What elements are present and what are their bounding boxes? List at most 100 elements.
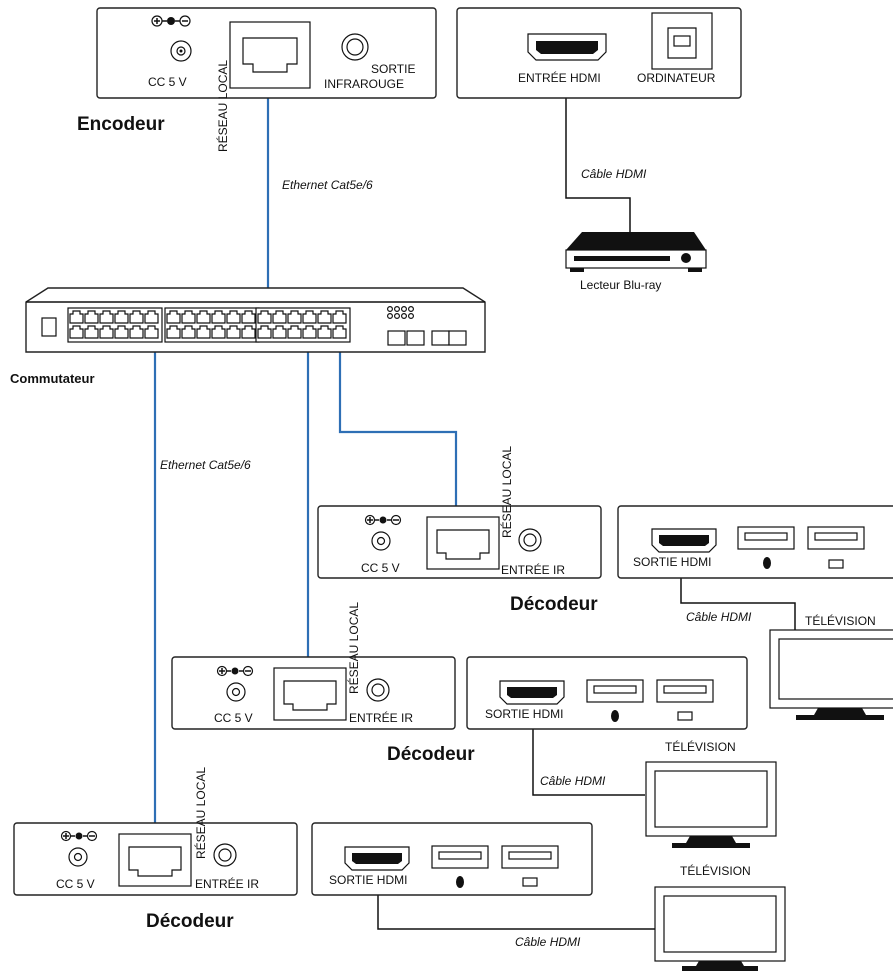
switch-port: [332, 325, 347, 339]
switch-port: [144, 325, 159, 339]
dc-power-jack-icon: [68, 847, 88, 867]
decoder-2-rear-unit: SORTIE HDMI: [466, 656, 748, 730]
switch-port: [287, 310, 302, 324]
switch-port: [144, 310, 159, 324]
dc-power-jack-icon: [226, 682, 246, 702]
encoder-power-label: CC 5 V: [148, 75, 187, 89]
decoder-3-title: Décodeur: [146, 911, 234, 932]
hdmi-port-icon: [527, 33, 607, 61]
switch-status-leds: [387, 306, 415, 320]
keyboard-icon: [828, 559, 844, 569]
switch-port: [226, 325, 241, 339]
keyboard-icon: [522, 877, 538, 887]
decoder-1-ir-in-label: ENTRÉE IR: [501, 562, 565, 577]
switch-port: [226, 310, 241, 324]
keyboard-icon: [677, 711, 693, 721]
switch-port: [181, 310, 196, 324]
rj45-port-icon: [229, 21, 311, 89]
hdmi-port-icon: [499, 680, 565, 705]
mouse-icon: [763, 557, 771, 569]
switch-uplink-ports: [387, 330, 467, 346]
hdmi-cable-source-label: Câble HDMI: [581, 167, 647, 181]
decoder-2-hdmi-out-label: SORTIE HDMI: [485, 707, 563, 721]
switch-port: [196, 310, 211, 324]
encoder-computer-label: ORDINATEUR: [637, 71, 716, 85]
switch-port: [332, 310, 347, 324]
blu-ray-player-icon: [565, 232, 707, 272]
decoder-1-lan-label: RÉSEAU LOCAL: [499, 446, 514, 538]
switch-port: [99, 325, 114, 339]
ethernet-left-label: Ethernet Cat5e/6: [160, 458, 251, 472]
usb-b-port-icon: [651, 12, 713, 70]
decoder-1-power-label: CC 5 V: [361, 561, 400, 575]
decoder-2-ir-in-label: ENTRÉE IR: [349, 710, 413, 725]
hdmi-port-icon: [651, 528, 717, 553]
switch-power-button: [41, 317, 57, 337]
hdmi-cable-source: [565, 58, 631, 232]
ir-in-jack-icon: [518, 528, 542, 552]
encoder-lan-label: RÉSEAU LOCAL: [215, 60, 230, 152]
switch-port: [99, 310, 114, 324]
switch-port: [272, 325, 287, 339]
television-2-icon: [645, 761, 777, 848]
switch-port: [114, 325, 129, 339]
encoder-hdmi-in-label: ENTRÉE HDMI: [518, 70, 601, 85]
decoder-3-rear-unit: SORTIE HDMI: [311, 822, 593, 896]
decoder-3-ir-in-label: ENTRÉE IR: [195, 876, 259, 891]
decoder-1-unit: CC 5 V RÉSEAU LOCAL ENTRÉE IR Décodeur: [317, 446, 602, 615]
usb-a-port-mouse: [431, 845, 489, 888]
switch-port: [241, 310, 256, 324]
encoder-title: Encodeur: [77, 114, 165, 135]
usb-a-port-keyboard: [656, 679, 714, 721]
switch-port: [272, 310, 287, 324]
switch-port: [181, 325, 196, 339]
switch-port: [84, 325, 99, 339]
ethernet-top-label: Ethernet Cat5e/6: [282, 178, 373, 192]
decoder-3-unit: CC 5 V RÉSEAU LOCAL ENTRÉE IR Décodeur: [13, 767, 298, 932]
usb-a-port-keyboard: [807, 526, 865, 569]
decoder-1-rear-unit: SORTIE HDMI: [617, 505, 893, 579]
switch-port: [129, 325, 144, 339]
dc-power-jack-icon: [371, 531, 391, 551]
decoder-2-lan-label: RÉSEAU LOCAL: [346, 602, 361, 694]
decoder-2-unit: CC 5 V RÉSEAU LOCAL ENTRÉE IR Décodeur: [171, 602, 475, 765]
blu-ray-player-label: Lecteur Blu-ray: [580, 278, 661, 292]
switch-port: [317, 310, 332, 324]
decoder-2-power-label: CC 5 V: [214, 711, 253, 725]
ir-in-jack-icon: [366, 678, 390, 702]
switch-label: Commutateur: [10, 371, 95, 386]
switch-port: [196, 325, 211, 339]
decoder-1-tv-label: TÉLÉVISION: [805, 613, 876, 628]
polarity-icon: [216, 665, 254, 677]
polarity-icon: [364, 514, 402, 526]
encoder-rear-unit: ENTRÉE HDMI ORDINATEUR: [456, 7, 742, 99]
switch-port: [166, 325, 181, 339]
switch-port: [129, 310, 144, 324]
switch-port: [257, 325, 272, 339]
decoder-3-lan-label: RÉSEAU LOCAL: [193, 767, 208, 859]
switch-port: [166, 310, 181, 324]
switch-port: [69, 325, 84, 339]
switch-port: [69, 310, 84, 324]
switch-port: [241, 325, 256, 339]
decoder-3-tv-label: TÉLÉVISION: [680, 863, 751, 878]
dc-power-jack-icon: [170, 40, 192, 62]
network-switch: [25, 287, 486, 353]
rj45-port-icon: [273, 667, 347, 721]
rj45-port-icon: [118, 833, 192, 887]
polarity-icon: [60, 830, 98, 842]
rj45-port-icon: [426, 516, 500, 570]
switch-port: [84, 310, 99, 324]
usb-a-port-mouse: [737, 526, 795, 569]
decoder-2-cable-label: Câble HDMI: [540, 774, 606, 788]
switch-port-banks: [67, 307, 351, 343]
decoder-1-title: Décodeur: [510, 594, 598, 615]
decoder-3-hdmi-out-label: SORTIE HDMI: [329, 873, 407, 887]
switch-port: [317, 325, 332, 339]
decoder-1-cable-label: Câble HDMI: [686, 610, 752, 624]
decoder-2-tv-label: TÉLÉVISION: [665, 739, 736, 754]
hdmi-cable-decoder-1: [680, 555, 796, 630]
encoder-ir-out-label-2: INFRAROUGE: [324, 77, 404, 91]
mouse-icon: [611, 710, 619, 722]
